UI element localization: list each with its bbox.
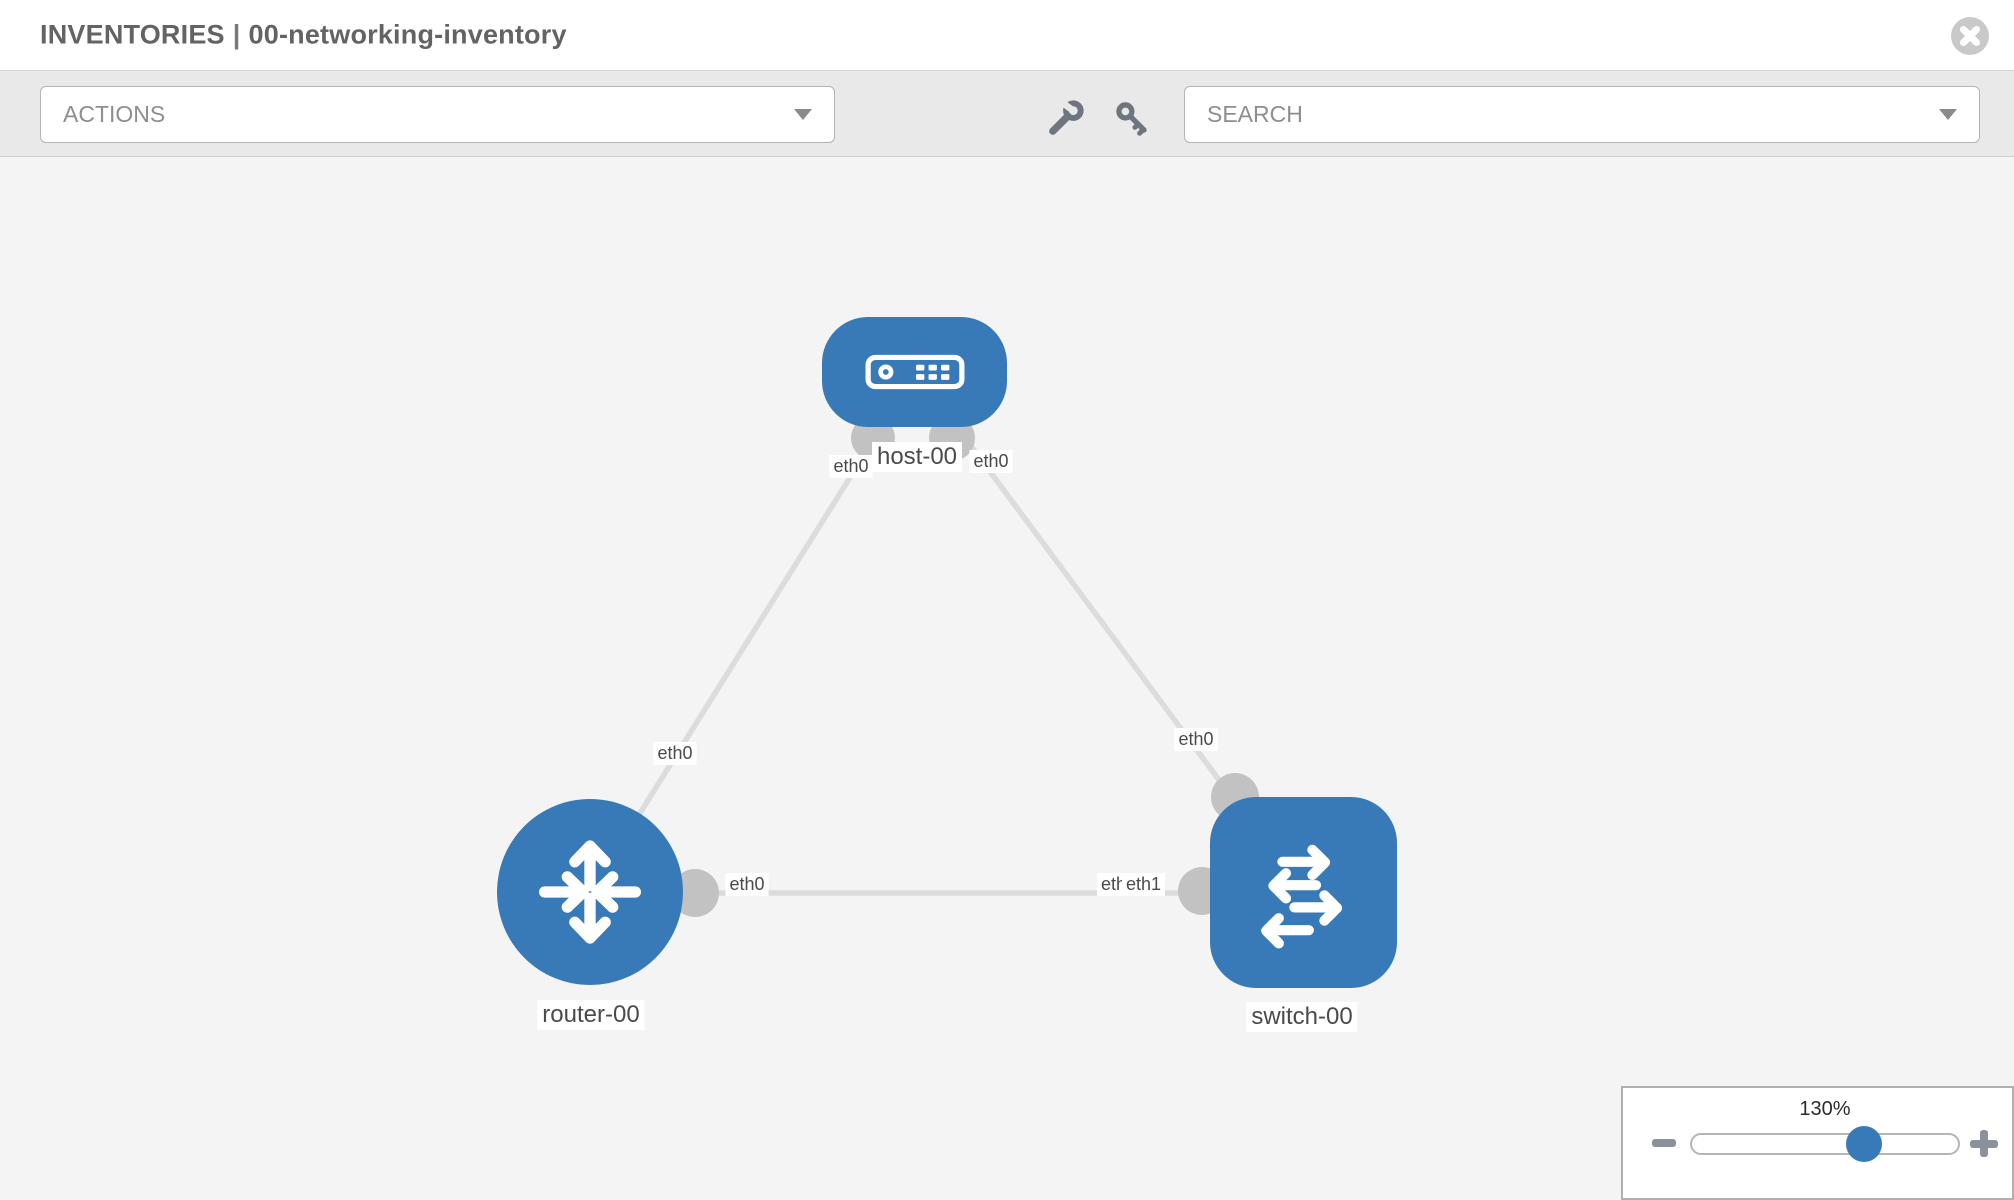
node-switch-00[interactable]: [1210, 797, 1397, 988]
zoom-level-value: 130%: [1799, 1098, 1851, 1120]
iface-label-host-eth0-right: eth0: [969, 450, 1013, 473]
page-title: INVENTORIES|00-networking-inventory: [40, 20, 567, 51]
node-router-00[interactable]: [497, 799, 683, 985]
chevron-down-icon: [1939, 109, 1957, 120]
node-label-switch: switch-00: [1246, 1002, 1358, 1032]
zoom-in-plus-icon[interactable]: [1970, 1130, 1998, 1157]
router-icon: [538, 840, 642, 944]
actions-dropdown[interactable]: ACTIONS: [40, 86, 835, 143]
search-dropdown-label: SEARCH: [1207, 101, 1303, 127]
actions-dropdown-label: ACTIONS: [63, 101, 166, 127]
port-circle-router-eth0: [671, 869, 719, 917]
close-button[interactable]: [1950, 16, 1990, 56]
topology-canvas[interactable]: host-00 router-00 switch-00 eth0 eth0 et…: [0, 158, 2014, 1200]
links-layer: [587, 370, 1306, 917]
zoom-slider[interactable]: [1690, 1126, 1960, 1162]
iface-label-host-eth0-left: eth0: [829, 455, 873, 478]
breadcrumb-separator: |: [232, 19, 241, 50]
inventory-name: 00-networking-inventory: [248, 19, 567, 50]
switch-icon: [1260, 844, 1342, 948]
breadcrumb-section: INVENTORIES: [40, 19, 225, 50]
node-host-00[interactable]: [822, 317, 1007, 427]
iface-label-switch-top-eth0: eth0: [1174, 728, 1218, 751]
toolbar: ACTIONS: [0, 71, 2014, 157]
key-icon: [1116, 102, 1147, 136]
configure-button[interactable]: [1044, 96, 1088, 140]
zoom-slider-thumb[interactable]: [1846, 1126, 1882, 1162]
search-dropdown[interactable]: SEARCH: [1184, 86, 1980, 143]
zoom-control-panel: 130%: [1621, 1086, 2014, 1200]
header: INVENTORIES|00-networking-inventory: [0, 0, 2014, 71]
zoom-out-minus-icon[interactable]: [1652, 1139, 1676, 1147]
wrench-icon: [1049, 100, 1084, 135]
credentials-button[interactable]: [1110, 96, 1154, 140]
iface-label-router-eth0: eth0: [725, 873, 769, 896]
close-icon: [1951, 17, 1989, 55]
host-icon: [865, 354, 964, 390]
node-label-host: host-00: [871, 442, 963, 472]
plus-vertical-bar: [1980, 1130, 1988, 1157]
iface-label-router-link-eth0: eth0: [653, 742, 697, 765]
chevron-down-icon: [794, 109, 812, 120]
node-label-router: router-00: [537, 1000, 645, 1030]
iface-label-switch-eth1: eth1: [1122, 873, 1166, 896]
